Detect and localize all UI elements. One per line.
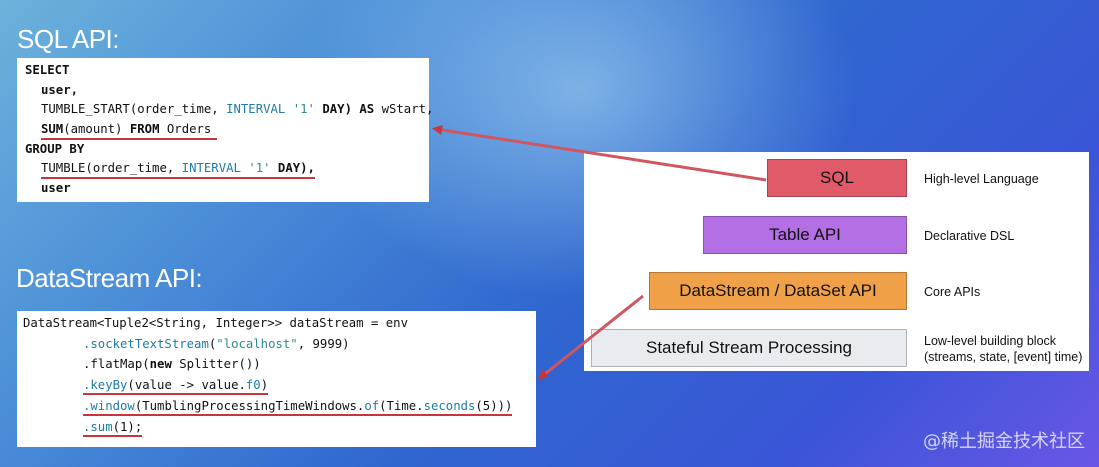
method-name: .window <box>83 399 135 413</box>
code-text: DataStream<Tuple2<String, Integer>> data… <box>23 316 408 330</box>
code-text: (Time. <box>379 399 424 413</box>
arrow-sql-to-sqlapi <box>432 124 767 182</box>
code-text: (amount) <box>63 122 130 136</box>
underlined-sum: .sum(1); <box>83 420 143 437</box>
underlined-sum: SUM(amount) FROM Orders <box>41 121 217 140</box>
method-name: .sum <box>83 420 113 434</box>
keyword: AS <box>359 102 375 116</box>
keyword: GROUP BY <box>25 142 85 156</box>
datastream-code-panel: DataStream<Tuple2<String, Integer>> data… <box>17 311 536 447</box>
underlined-tumble: TUMBLE(order_time, INTERVAL '1' DAY), <box>41 160 315 179</box>
arrow-datastream-to-code <box>537 294 644 380</box>
desc-line: (streams, state, [event] time) <box>924 350 1083 364</box>
field-name: f0 <box>245 378 261 392</box>
code-line: DataStream<Tuple2<String, Integer>> data… <box>23 315 408 331</box>
sql-api-title: SQL API: <box>17 24 119 54</box>
code-text: user, <box>41 83 79 97</box>
code-text: ) <box>260 378 269 392</box>
layer-label: Table API <box>769 225 841 244</box>
layer-desc-sql: High-level Language <box>924 172 1039 186</box>
code-line: SELECT <box>25 62 69 78</box>
code-text: .flatMap( <box>83 357 150 371</box>
keyword: new <box>149 357 172 371</box>
code-text: TUMBLE(order_time, <box>41 161 182 175</box>
method-name: seconds <box>423 399 476 413</box>
code-text: user <box>41 181 71 195</box>
keyword: SELECT <box>25 63 70 77</box>
underlined-window: .window(TumblingProcessingTimeWindows.of… <box>83 399 513 416</box>
api-stack-panel: SQL High-level Language Table API Declar… <box>584 152 1089 371</box>
code-text: , 9999) <box>297 337 350 351</box>
code-line: .sum(1); <box>83 419 143 437</box>
desc-line: Low-level building block <box>924 334 1057 348</box>
code-text: wStart, <box>374 102 434 116</box>
datastream-api-title: DataStream API: <box>16 263 203 293</box>
layer-label: DataStream / DataSet API <box>679 281 877 300</box>
string-literal: '1' <box>248 161 271 175</box>
stateful-stream-layer: Stateful Stream Processing <box>591 329 907 367</box>
code-text: ( <box>208 337 217 351</box>
layer-label: Stateful Stream Processing <box>646 338 852 357</box>
layer-desc-table: Declarative DSL <box>924 229 1015 243</box>
sql-layer: SQL <box>767 159 907 197</box>
code-line: .socketTextStream("localhost", 9999) <box>83 336 350 352</box>
layer-label: SQL <box>819 168 855 187</box>
code-line: .flatMap(new Splitter()) <box>83 356 261 372</box>
code-text: DAY) <box>314 102 360 116</box>
method-name: of <box>364 399 380 413</box>
keyword: FROM <box>129 122 160 136</box>
code-line: user, <box>41 82 78 98</box>
string-literal: '1' <box>292 102 315 116</box>
code-text: TUMBLE_START(order_time, <box>41 102 227 116</box>
keyword: INTERVAL <box>181 161 241 175</box>
watermark-text: @稀土掘金技术社区 <box>923 431 1085 452</box>
method-name: .keyBy <box>83 378 128 392</box>
code-line: user <box>41 180 71 196</box>
table-api-layer: Table API <box>703 216 907 254</box>
sql-code-panel: SELECT user, TUMBLE_START(order_time, IN… <box>17 58 433 202</box>
layer-desc-core: Core APIs <box>924 285 981 299</box>
keyword: SUM <box>41 122 64 136</box>
keyword: INTERVAL <box>226 102 286 116</box>
code-text: (5))) <box>475 399 513 413</box>
string-literal: "localhost" <box>216 337 298 351</box>
code-text: (TumblingProcessingTimeWindows. <box>134 399 365 413</box>
code-text: Splitter()) <box>171 357 261 371</box>
code-line: GROUP BY <box>25 141 84 157</box>
code-line: .window(TumblingProcessingTimeWindows.of… <box>83 398 513 416</box>
code-line: SUM(amount) FROM Orders <box>41 121 217 140</box>
code-text: Orders <box>159 122 212 136</box>
method-name: .socketTextStream <box>83 337 209 351</box>
code-line: TUMBLE_START(order_time, INTERVAL '1' DA… <box>41 101 433 117</box>
underlined-keyby: .keyBy(value -> value.f0) <box>83 378 269 395</box>
code-text: (value -> value. <box>127 378 246 392</box>
datastream-layer: DataStream / DataSet API <box>649 272 907 310</box>
code-text: (1); <box>112 420 143 434</box>
code-text: DAY), <box>270 161 315 175</box>
layer-desc-lowlevel: Low-level building block (streams, state,… <box>924 333 1082 365</box>
code-line: TUMBLE(order_time, INTERVAL '1' DAY), <box>41 160 315 179</box>
code-line: .keyBy(value -> value.f0) <box>83 377 269 395</box>
